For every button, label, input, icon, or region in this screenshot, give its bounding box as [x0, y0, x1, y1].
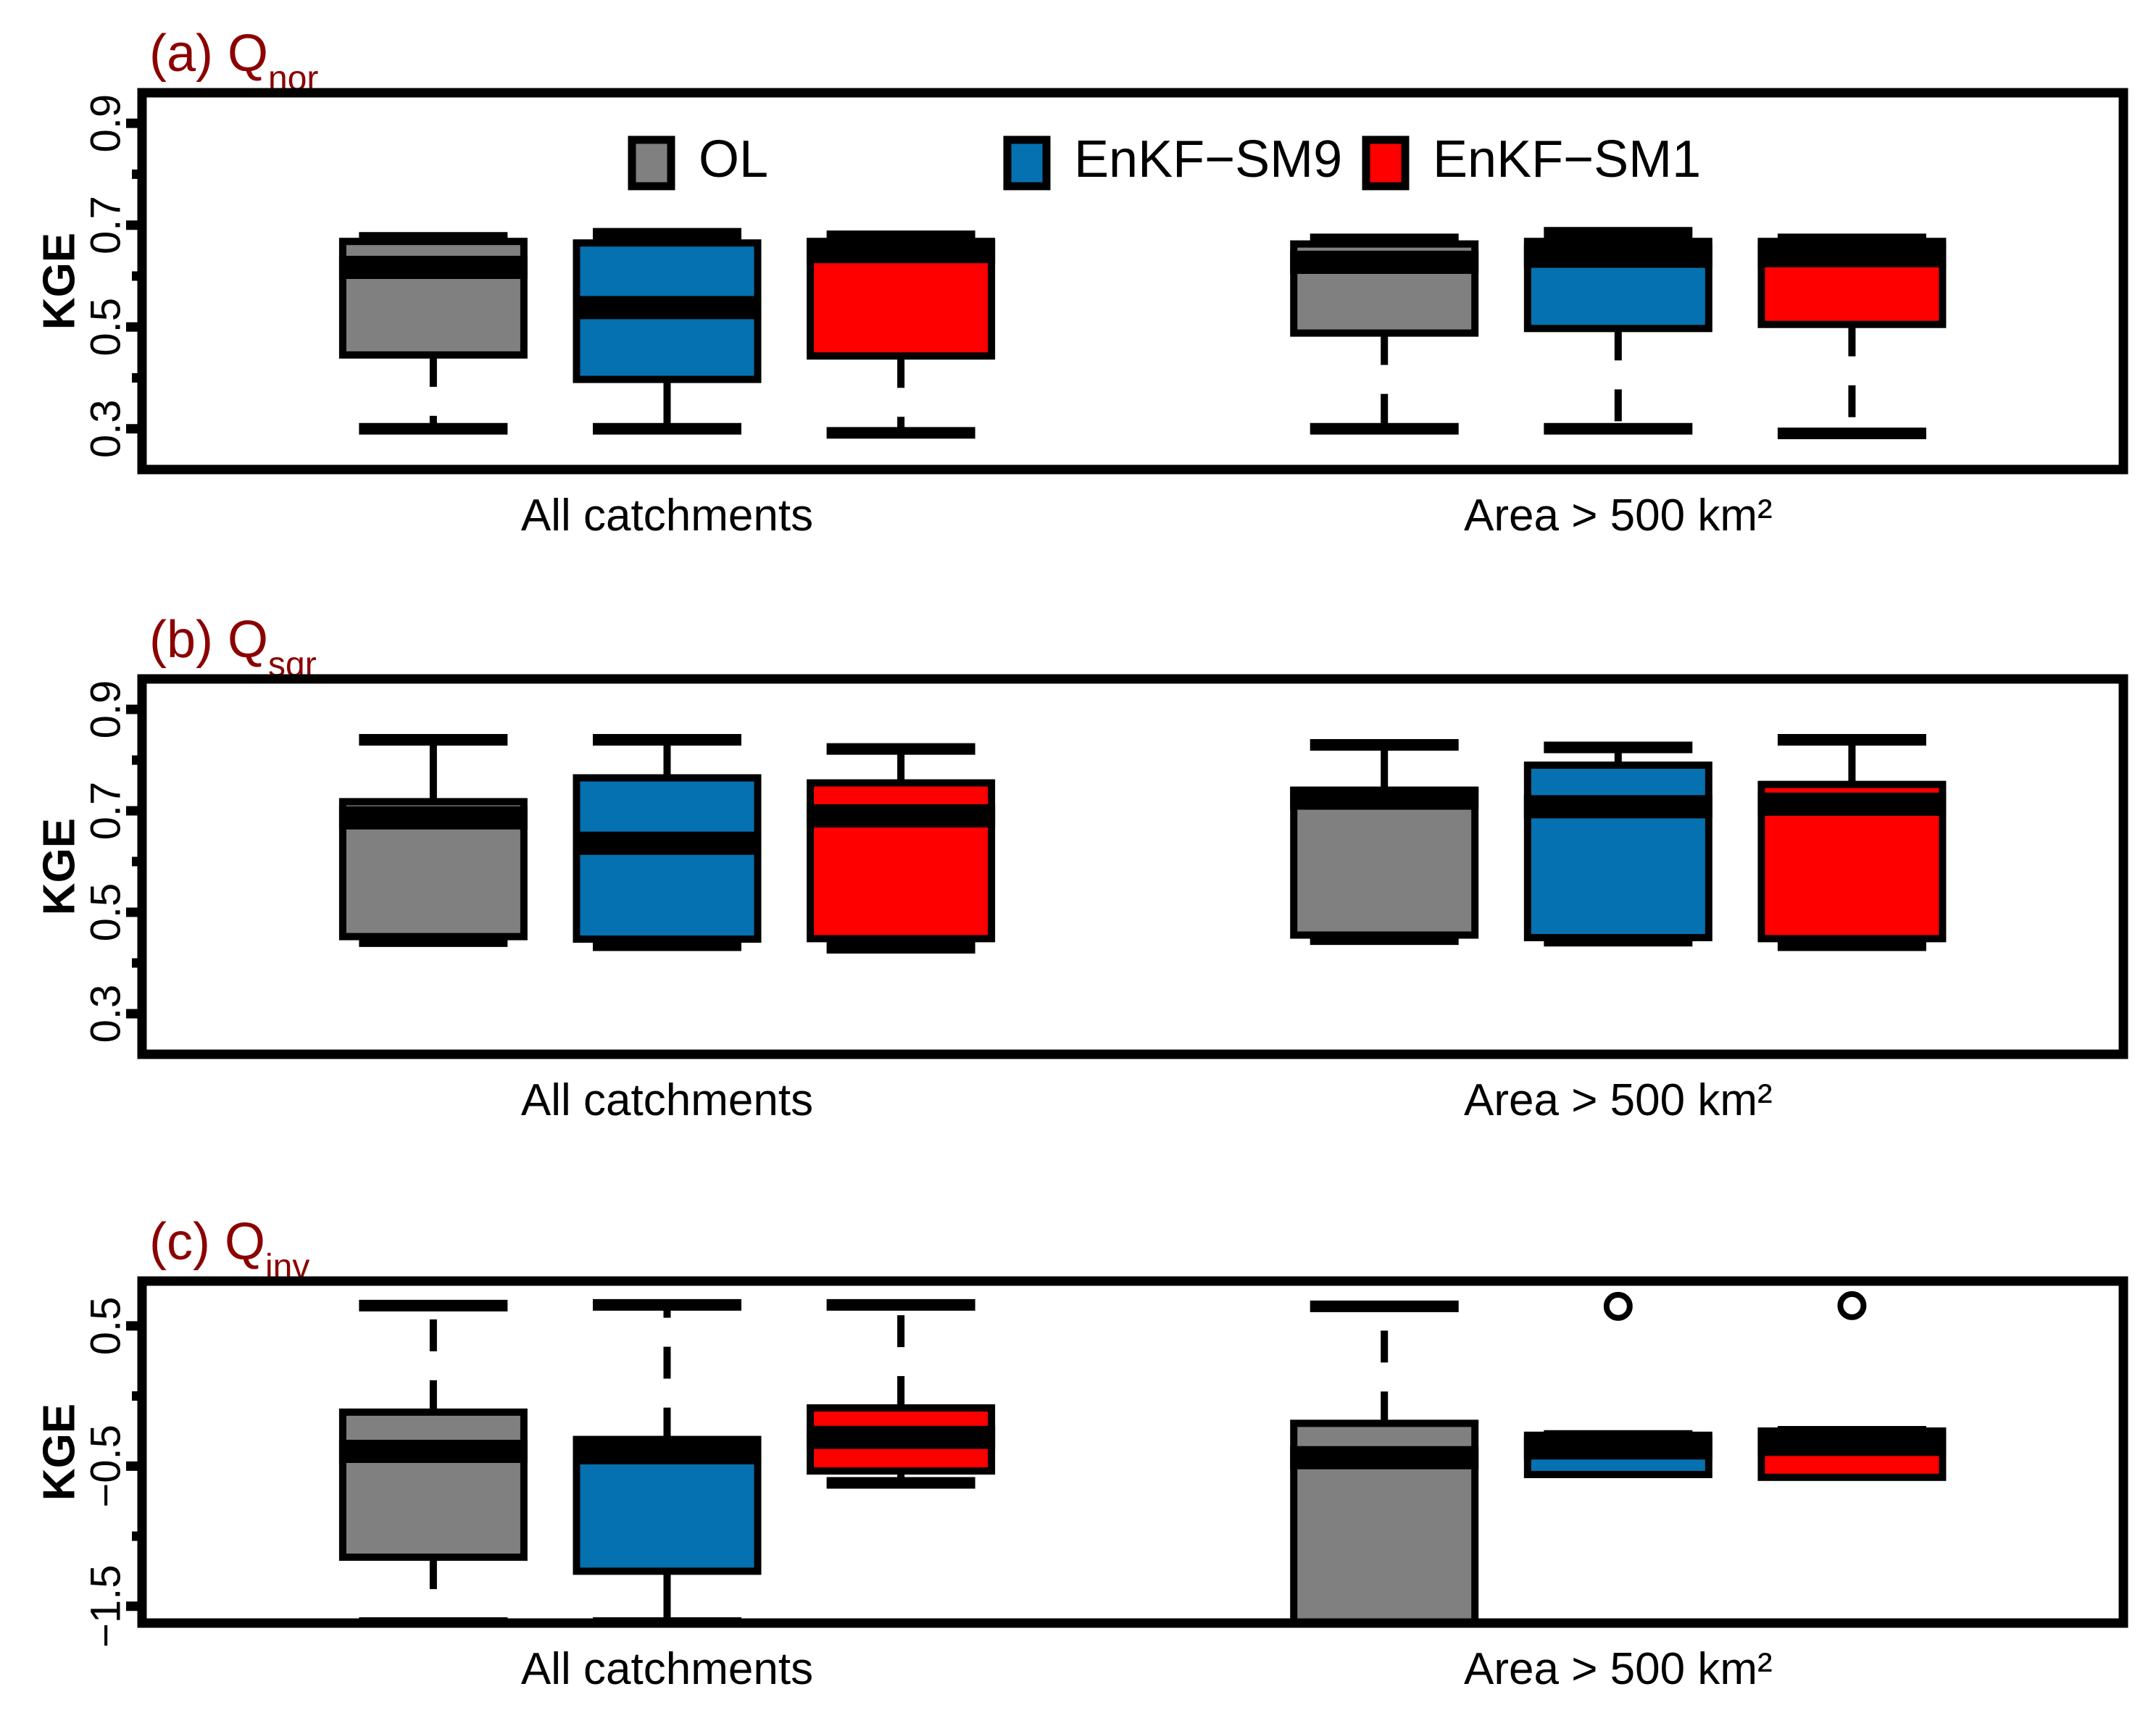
outlier-point: [1837, 1290, 1867, 1320]
y-axis-title: KGE: [34, 818, 84, 915]
boxplot-b-EnKFSM9: [1523, 741, 1712, 947]
y-tick-label: −1.5: [82, 1565, 129, 1648]
plot-area-a: [338, 227, 1947, 440]
boxplot-c-EnKFSM1: [1757, 1290, 1947, 1481]
boxplot-c-OL: [338, 1299, 528, 1623]
panel-frame: [137, 674, 2128, 1059]
panel-frame: [137, 1276, 2128, 1628]
y-tick-label: 0.9: [82, 680, 129, 739]
y-tick-label: 0.9: [82, 94, 129, 153]
y-tick-label: 0.7: [82, 782, 129, 841]
y-tick-label: 0.3: [82, 399, 129, 458]
boxplot-b-OL: [1290, 739, 1479, 946]
legend-label: EnKF−SM1: [1433, 130, 1701, 188]
legend: OL EnKF−SM9 EnKF−SM1: [628, 130, 1701, 191]
legend-swatch: [628, 135, 675, 191]
boxplot-c-EnKFSM9: [1523, 1291, 1712, 1478]
boxplot-a-OL: [338, 232, 528, 435]
legend-swatch: [1003, 135, 1051, 191]
y-tick-label: −0.5: [82, 1425, 129, 1508]
legend-item-OL: OL: [628, 130, 768, 191]
panel-frame: [137, 88, 2128, 475]
y-axis-title: KGE: [34, 1404, 84, 1501]
y-axis-title: KGE: [34, 233, 84, 330]
legend-swatch: [1362, 135, 1410, 191]
box-body: [1290, 787, 1479, 939]
x-group-label: All catchments: [521, 1075, 813, 1125]
box-body: [338, 1408, 528, 1561]
y-tick-label: 0.5: [82, 298, 129, 356]
box-body: [1523, 762, 1712, 941]
legend-item-EnKFSM1: EnKF−SM1: [1362, 130, 1701, 191]
box-body: [573, 774, 762, 943]
plot-area-c: [338, 1290, 1947, 1623]
boxplot-a-OL: [1290, 233, 1479, 435]
y-tick-label: 0.7: [82, 196, 129, 254]
boxplot-c-EnKFSM1: [807, 1298, 996, 1489]
boxplot-b-EnKFSM9: [573, 734, 762, 951]
x-group-label: All catchments: [521, 491, 813, 541]
legend-label: OL: [699, 130, 768, 188]
x-group-label: Area > 500 km²: [1464, 491, 1773, 541]
boxplot-b-EnKFSM1: [807, 743, 996, 954]
y-tick-label: 0.5: [82, 1297, 129, 1356]
legend-label: EnKF−SM9: [1074, 130, 1342, 188]
legend-item-EnKFSM9: EnKF−SM9: [1003, 130, 1342, 191]
boxplot-b-OL: [338, 734, 528, 947]
boxplot-c-EnKFSM9: [573, 1298, 762, 1623]
x-group-label: Area > 500 km²: [1464, 1644, 1773, 1694]
boxplot-c-OL: [1290, 1300, 1479, 1623]
plot-area-b: [338, 734, 1947, 954]
boxplot-a-EnKFSM1: [1757, 233, 1947, 440]
y-tick-label: 0.3: [82, 985, 129, 1043]
x-group-label: All catchments: [521, 1644, 813, 1694]
outlier-point: [1603, 1291, 1633, 1321]
boxplot-a-EnKFSM9: [1523, 227, 1712, 435]
boxplot-a-EnKFSM9: [573, 228, 762, 435]
boxplot-b-EnKFSM1: [1757, 734, 1947, 951]
y-tick-label: 0.5: [82, 883, 129, 942]
x-group-label: Area > 500 km²: [1464, 1075, 1773, 1125]
boxplot-a-EnKFSM1: [807, 230, 996, 439]
